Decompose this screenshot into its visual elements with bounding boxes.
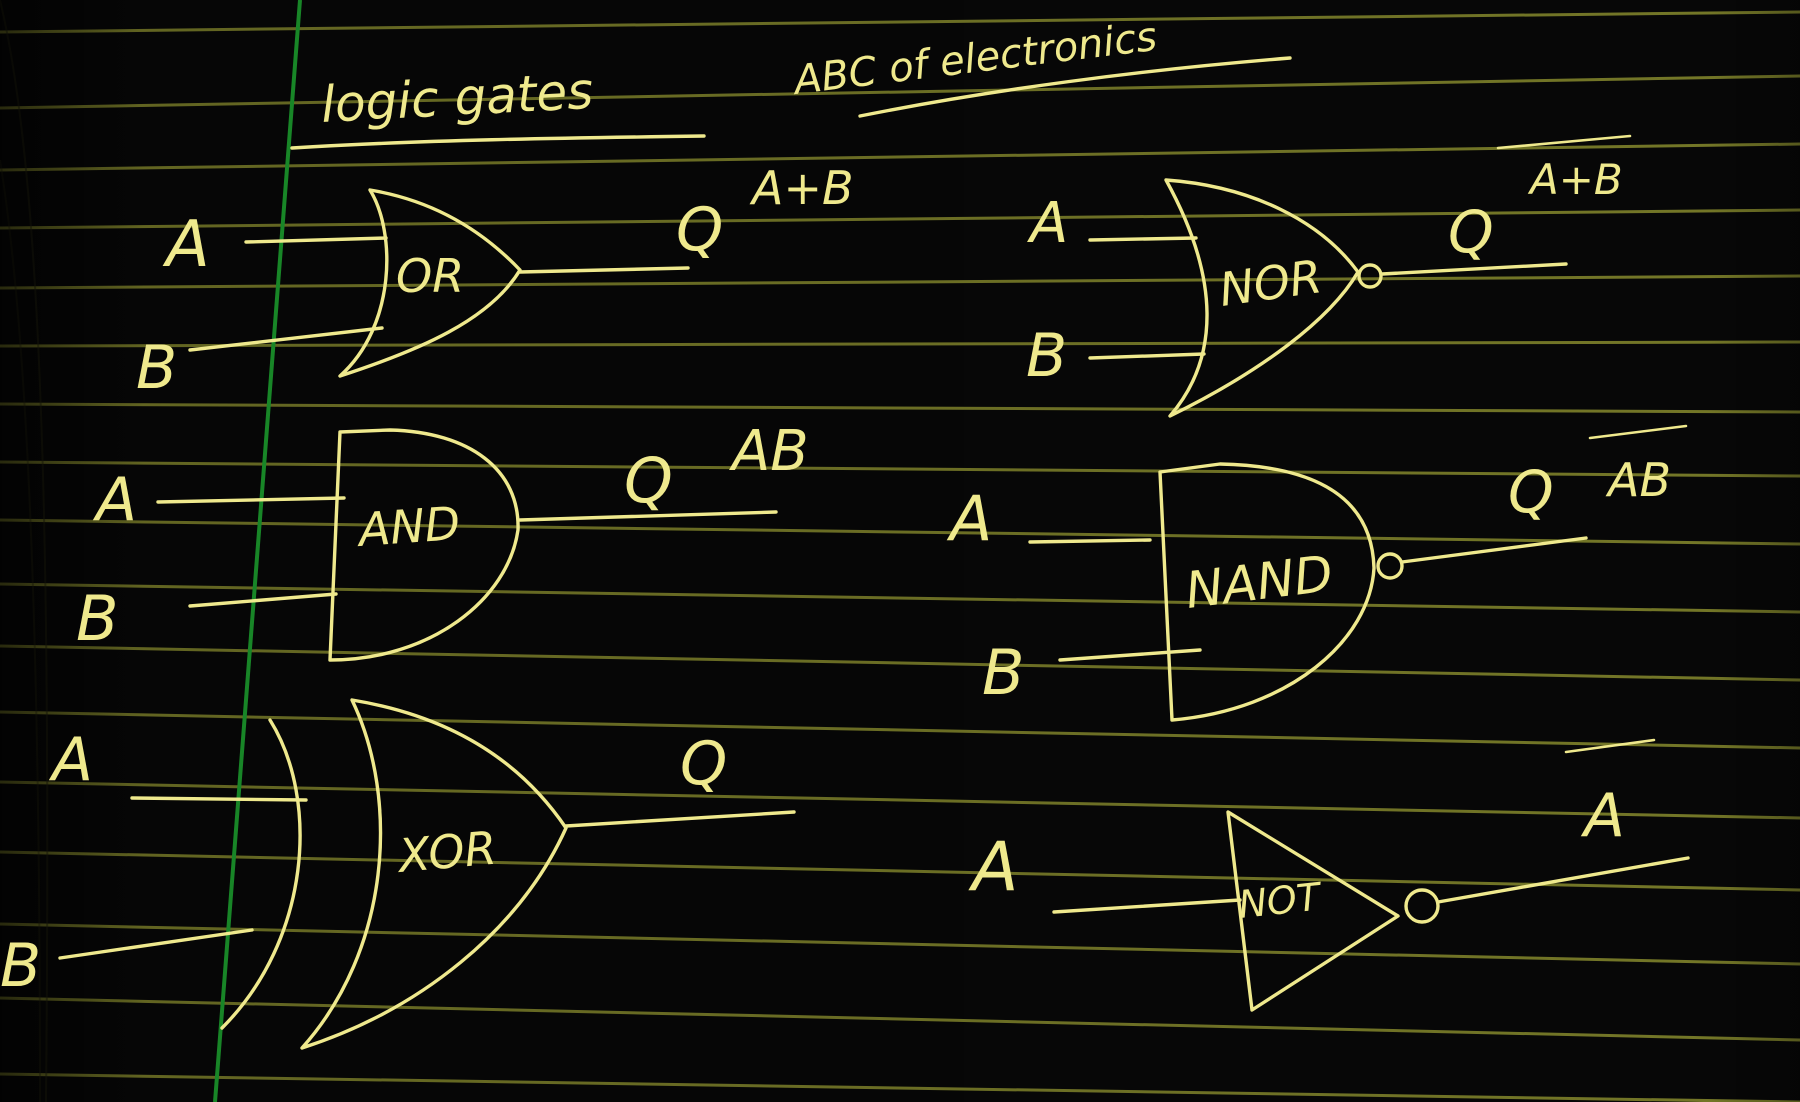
nand-gate-body xyxy=(1158,462,1376,722)
xor-input-a-label: A xyxy=(48,725,93,795)
nor-expression: A+B xyxy=(1527,155,1623,204)
or-input-b-label: B xyxy=(136,333,177,403)
xor-output-wire xyxy=(564,810,796,828)
xor-gate: XOR A B Q xyxy=(0,698,796,1050)
or-gate-body xyxy=(338,188,522,378)
xor-input-b-wire xyxy=(58,928,254,960)
nand-inversion-bubble xyxy=(1376,552,1404,580)
not-gate: NOT A A xyxy=(968,738,1690,1012)
and-input-b-label: B xyxy=(76,582,119,655)
nor-output-wire xyxy=(1380,262,1568,276)
nor-gate-body xyxy=(1164,178,1360,418)
or-output-label: Q xyxy=(676,195,723,265)
or-input-a-wire xyxy=(244,236,388,244)
nand-output-label: Q xyxy=(1508,458,1554,526)
not-expression: A xyxy=(1580,781,1625,851)
subtitle-underline xyxy=(858,56,1292,118)
nor-input-a-label: A xyxy=(1027,191,1068,256)
not-inversion-bubble xyxy=(1404,888,1440,924)
not-expression-bar xyxy=(1564,738,1656,754)
not-input-wire xyxy=(1052,898,1242,914)
not-output-wire xyxy=(1436,856,1690,904)
nor-expression-bar xyxy=(1496,134,1632,150)
and-gate-label: AND xyxy=(354,496,462,557)
nand-input-a-wire xyxy=(1028,538,1152,544)
and-gate: AND A B Q AB xyxy=(76,419,809,662)
xor-output-label: Q xyxy=(680,729,727,799)
nor-input-b-wire xyxy=(1088,352,1206,360)
nand-input-a-label: A xyxy=(946,482,992,555)
or-output-wire xyxy=(518,266,690,274)
or-gate-label: OR xyxy=(396,249,464,303)
xor-gate-body xyxy=(300,698,568,1050)
and-gate-body xyxy=(328,428,520,662)
and-input-a-label: A xyxy=(92,465,137,535)
and-output-wire xyxy=(518,510,778,522)
and-expression: AB xyxy=(729,419,809,484)
or-gate: OR A B Q A+B xyxy=(136,161,854,403)
or-input-b-wire xyxy=(188,326,384,352)
and-input-b-wire xyxy=(188,592,338,608)
nand-expression: AB xyxy=(1605,453,1671,507)
nand-output-wire xyxy=(1400,536,1588,564)
page-title: logic gates xyxy=(320,62,595,134)
xor-extra-input-curve xyxy=(220,718,302,1030)
or-expression: A+B xyxy=(749,161,854,215)
nor-output-label: Q xyxy=(1448,198,1494,266)
xor-input-a-wire xyxy=(130,796,308,802)
nor-input-a-wire xyxy=(1088,236,1198,242)
xor-input-b-label: B xyxy=(0,931,41,1001)
nor-input-b-label: B xyxy=(1026,321,1067,391)
nor-inversion-bubble xyxy=(1357,263,1383,289)
and-output-label: Q xyxy=(624,444,673,517)
not-gate-label: NOT xyxy=(1236,874,1324,927)
nand-input-b-label: B xyxy=(982,636,1025,709)
title-underline xyxy=(290,134,706,150)
and-input-a-wire xyxy=(156,496,346,504)
not-gate-body xyxy=(1226,810,1400,1012)
or-input-a-label: A xyxy=(162,208,210,282)
nand-input-b-wire xyxy=(1058,648,1202,662)
xor-gate-label: XOR xyxy=(394,821,498,884)
nand-expression-bar xyxy=(1588,424,1688,440)
not-input-label: A xyxy=(968,828,1019,907)
